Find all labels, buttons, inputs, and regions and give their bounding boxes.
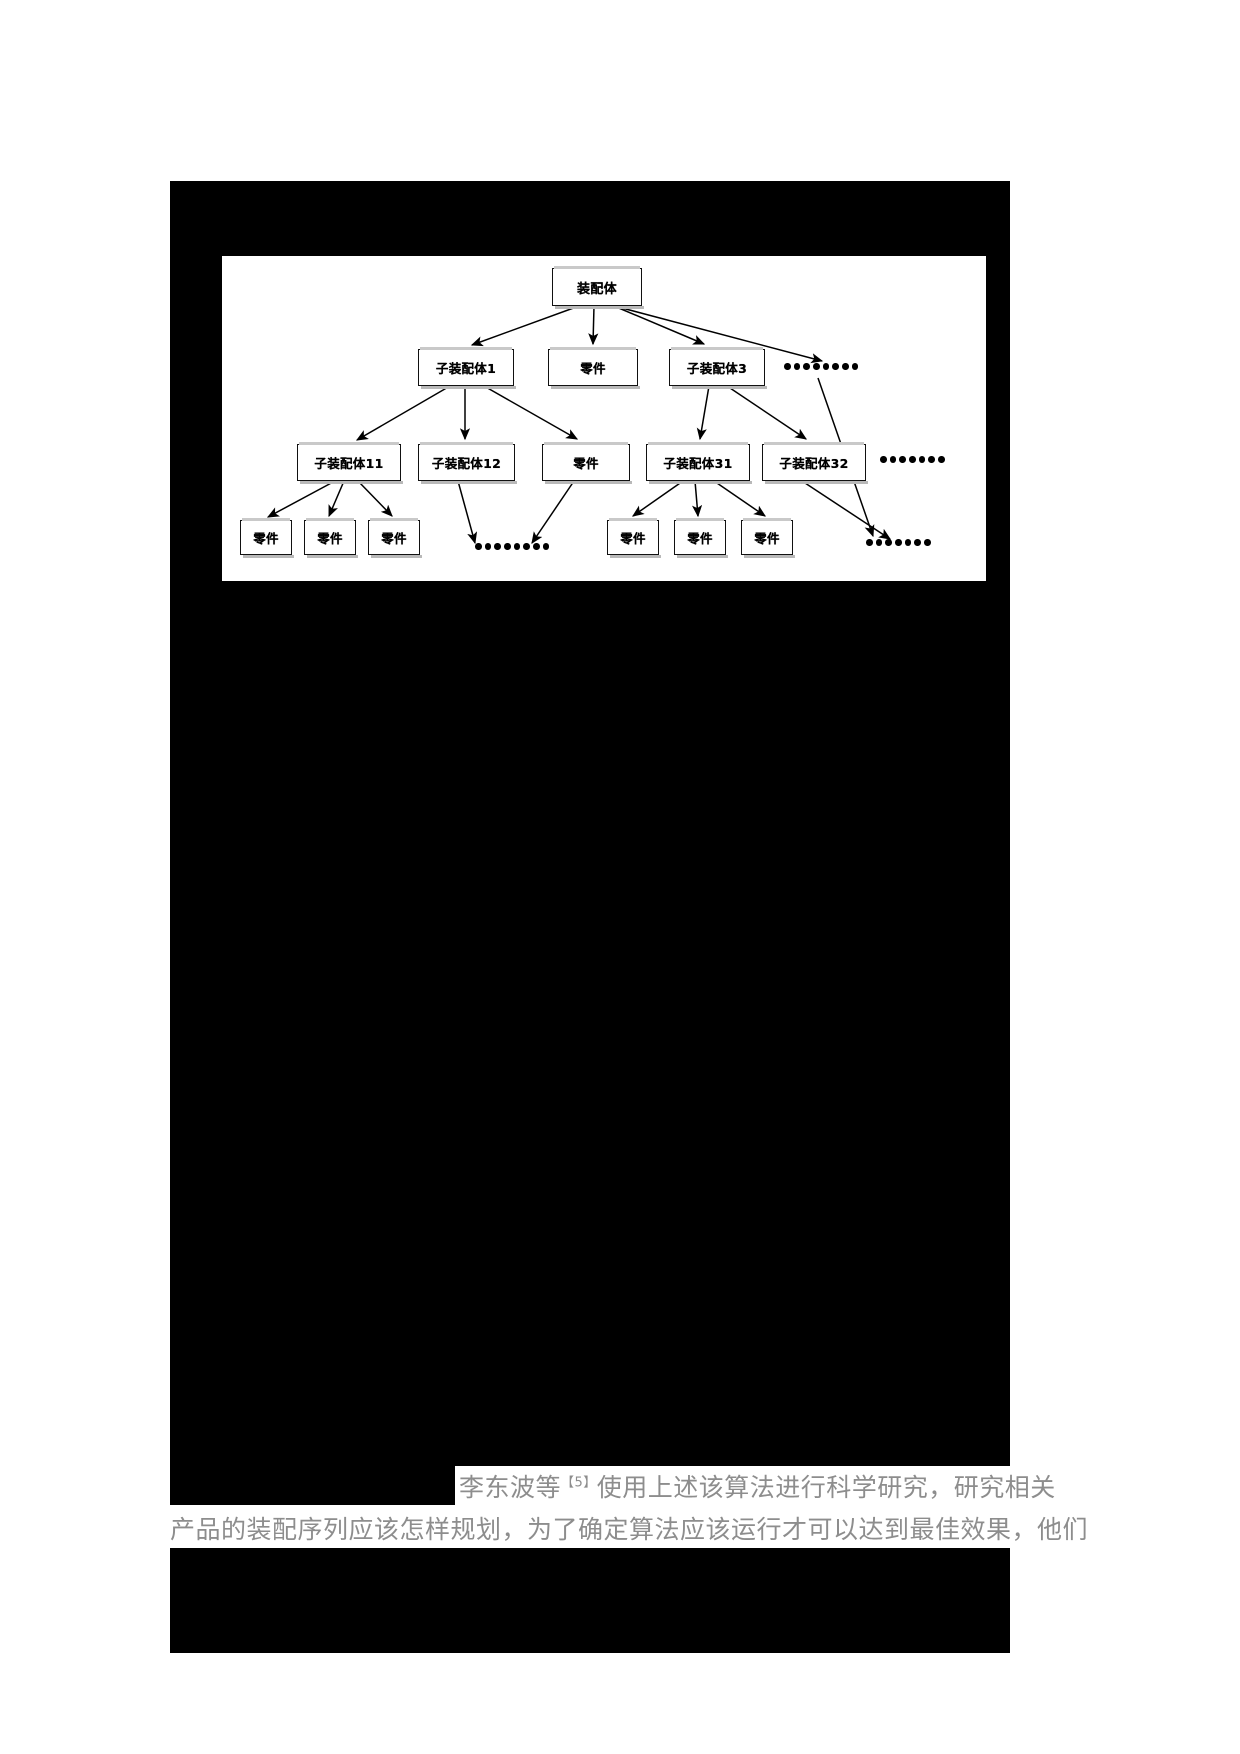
node-subassembly-1[interactable]: 子装配体1 — [418, 347, 516, 389]
node-label: 零件 — [253, 531, 279, 546]
citation-marker: 【5】 — [561, 1475, 597, 1491]
node-subassembly-3[interactable]: 子装配体3 — [669, 347, 767, 389]
node-subassembly-12[interactable]: 子装配体12 — [418, 442, 517, 484]
body-text-author: 李东波等 — [459, 1473, 562, 1502]
body-text-line-1: 李东波等【5】使用上述该算法进行科学研究，研究相关 — [455, 1466, 1060, 1506]
tree-connector-lines — [266, 305, 892, 545]
node-label: 子装配体11 — [314, 456, 384, 471]
node-label: 子装配体12 — [431, 456, 502, 471]
node-label: 零件 — [317, 531, 343, 546]
node-label: 子装配体32 — [779, 456, 849, 471]
node-label: 零件 — [580, 361, 606, 376]
node-part-level2[interactable]: 零件 — [542, 442, 632, 484]
node-label: 零件 — [381, 531, 407, 546]
node-label: 子装配体31 — [663, 456, 733, 471]
ellipsis-dots-level3-left — [475, 543, 550, 550]
ellipsis-dots-level3-right — [866, 539, 931, 546]
node-label: 零件 — [687, 531, 713, 546]
node-part-2[interactable]: 零件 — [304, 518, 358, 558]
body-text-line-2-text: 产品的装配序列应该怎样规划，为了确定算法应该运行才可以达到最佳效果，他们 — [170, 1515, 1089, 1544]
node-assembly-root[interactable]: 装配体 — [552, 266, 644, 309]
node-part-5[interactable]: 零件 — [674, 518, 728, 558]
node-label: 子装配体3 — [686, 361, 748, 376]
node-label: 装配体 — [577, 281, 617, 297]
node-subassembly-11[interactable]: 子装配体11 — [297, 442, 403, 484]
node-label: 零件 — [754, 531, 780, 546]
ellipsis-dots-level1 — [784, 363, 859, 370]
body-text-line-2: 产品的装配序列应该怎样规划，为了确定算法应该运行才可以达到最佳效果，他们 — [166, 1508, 1093, 1548]
body-text-line-1-rest: 使用上述该算法进行科学研究，研究相关 — [596, 1473, 1056, 1502]
node-part-level1[interactable]: 零件 — [548, 347, 640, 389]
node-label: 零件 — [620, 531, 646, 546]
node-label: 零件 — [573, 456, 599, 471]
node-part-3[interactable]: 零件 — [368, 518, 422, 558]
scan-black-region-bottom — [170, 1545, 1010, 1653]
ellipsis-dots-level2 — [880, 456, 945, 463]
node-subassembly-32[interactable]: 子装配体32 — [762, 442, 868, 484]
node-subassembly-31[interactable]: 子装配体31 — [646, 442, 752, 484]
node-label: 子装配体1 — [435, 361, 497, 376]
node-part-4[interactable]: 零件 — [607, 518, 661, 558]
node-part-1[interactable]: 零件 — [240, 518, 294, 558]
node-part-6[interactable]: 零件 — [741, 518, 795, 558]
assembly-hierarchy-figure: 装配体 子装配体1 零件 子装配体3 子装配体11 子装配体12 零件 子装配体… — [222, 256, 986, 581]
